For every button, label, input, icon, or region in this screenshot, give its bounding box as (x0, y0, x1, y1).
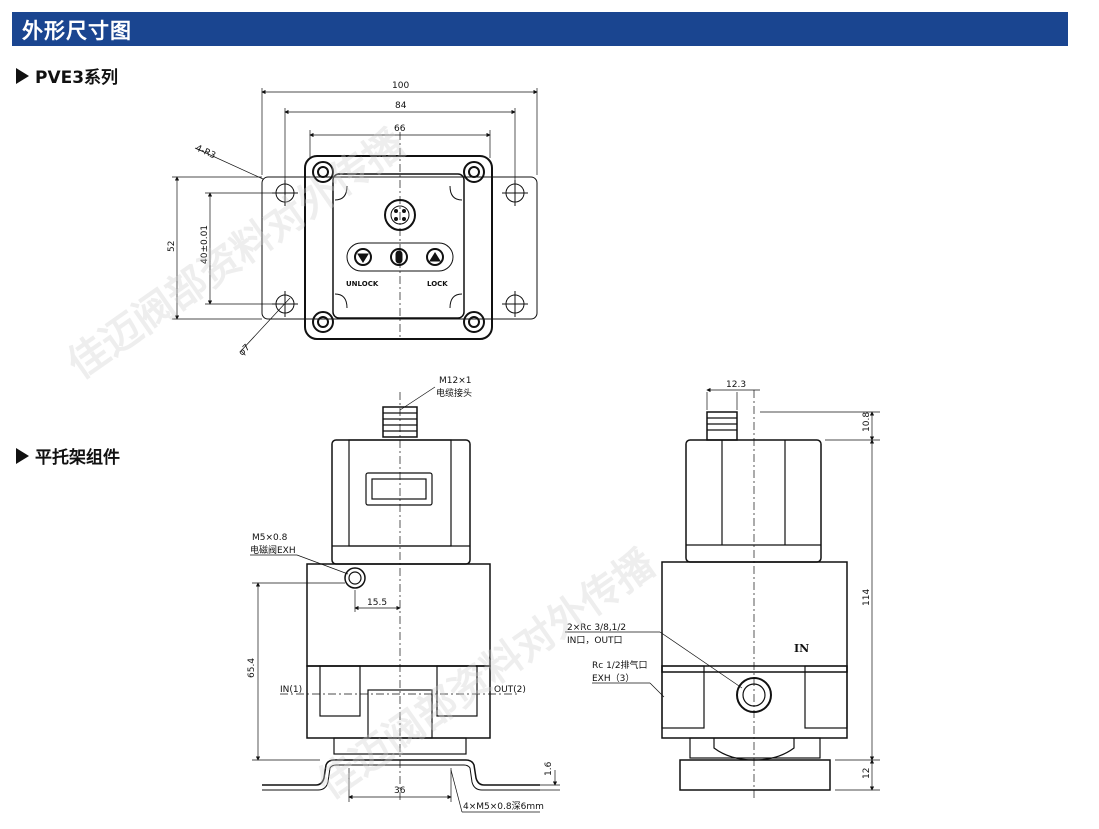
connector-size: M12×1 (439, 376, 471, 386)
front-view (250, 386, 560, 813)
exh-desc: 电磁阀EXH (250, 544, 296, 556)
dim-65-4: 65.4 (247, 658, 257, 678)
front-view-text: M12×1 电缆接头 M5×0.8 电磁阀EXH 15.5 65.4 IN(1)… (247, 376, 554, 812)
dim-66: 66 (394, 124, 406, 134)
side-view-text: 12.3 10.8 114 12 2×Rc 3/8,1/2 IN口，OUT口 R… (567, 380, 872, 779)
watermark: 佳迈阀部资料对外传播 佳迈阀部资料对外传播 (59, 121, 664, 809)
valve-body (304, 155, 493, 340)
in1-label: IN(1) (280, 685, 302, 695)
triangle-bullet-icon (16, 67, 29, 84)
section-header: 外形尺寸图 (12, 12, 1068, 46)
unlock-label: UNLOCK (346, 280, 379, 288)
triangle-bullet-icon (16, 447, 29, 464)
screw-spec: 4×M5×0.8深6mm (463, 801, 544, 812)
side-view (565, 387, 880, 800)
port-size: 2×Rc 3/8,1/2 (567, 623, 626, 633)
dim-52: 52 (167, 241, 177, 252)
exhaust-size: Rc 1/2排气口 (592, 659, 648, 671)
mount-hole-icon (502, 180, 528, 206)
section-title: 外形尺寸图 (22, 19, 132, 43)
out2-label: OUT(2) (494, 685, 526, 695)
dim-phi7: φ7 (237, 343, 252, 358)
top-view (172, 88, 538, 353)
connector-desc: 电缆接头 (436, 387, 472, 399)
lock-label: LOCK (427, 280, 448, 288)
dim-12-3: 12.3 (726, 380, 746, 390)
dim-10-8: 10.8 (862, 412, 872, 432)
dim-100: 100 (392, 81, 409, 91)
series-heading: PVE3系列 (16, 63, 118, 88)
exh-size: M5×0.8 (252, 533, 288, 543)
series-label: PVE3系列 (35, 68, 119, 88)
dim-r3: 4-R3 (194, 144, 217, 162)
dim-15-5: 15.5 (367, 598, 387, 608)
dim-114: 114 (862, 589, 872, 606)
dim-1-6: 1.6 (544, 761, 554, 776)
exhaust-desc: EXH（3） (592, 673, 634, 684)
dim-84: 84 (395, 101, 407, 111)
bracket-heading: 平托架组件 (16, 443, 120, 468)
mount-hole-icon (502, 291, 528, 317)
in-mark: IN (794, 642, 809, 655)
dim-40: 40±0.01 (200, 225, 210, 264)
port-desc: IN口，OUT口 (567, 636, 623, 646)
dim-12: 12 (862, 768, 872, 779)
bracket-label: 平托架组件 (35, 448, 120, 468)
dim-36: 36 (394, 786, 406, 796)
bracket-plate (261, 176, 538, 320)
